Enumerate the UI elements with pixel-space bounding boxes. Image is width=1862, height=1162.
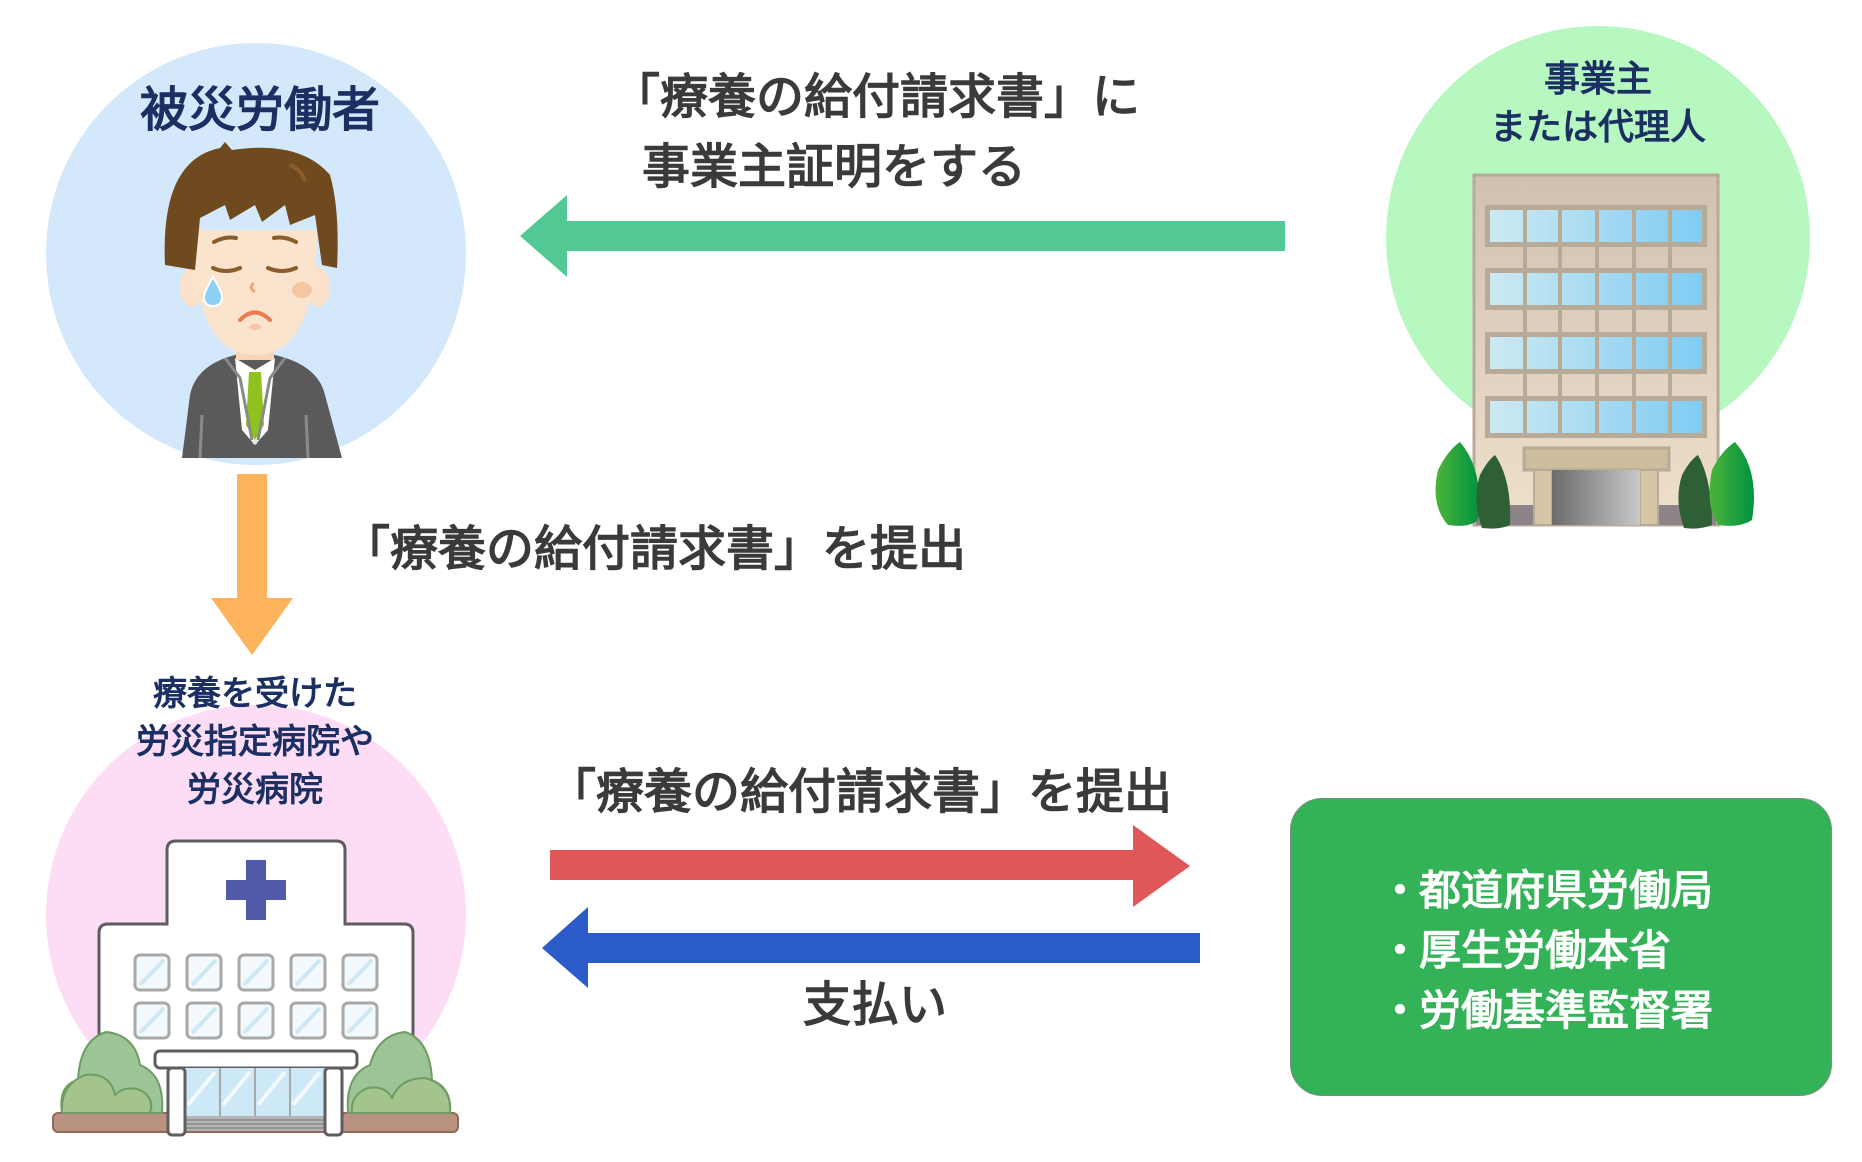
- employer-title-line-2: または代理人: [1489, 107, 1706, 148]
- employer-to-worker-label: 「療養の給付請求書」に 事業主証明をする: [612, 62, 1140, 202]
- worker-to-hospital-arrow-shape: [211, 474, 293, 655]
- employer-to-worker-arrow-shape: [520, 195, 1285, 277]
- authority-item: ・厚生労働本省: [1379, 921, 1713, 981]
- hospital-title-line-3: 労災病院: [187, 770, 323, 810]
- hospital-to-authorities-arrow-shape: [550, 825, 1190, 907]
- office-building-icon: [1435, 173, 1754, 529]
- authority-item: ・労働基準監督署: [1379, 981, 1713, 1041]
- authority-item-label: 都道府県労働局: [1419, 866, 1714, 915]
- bullet-icon: ・: [1379, 926, 1422, 975]
- hospital-title-line-1: 療養を受けた: [153, 674, 357, 714]
- hospital-title: 療養を受けた 労災指定病院や 労災病院: [100, 670, 410, 814]
- worker-to-hospital-label: 「療養の給付請求書」を提出: [342, 521, 967, 577]
- worker-title: 被災労働者: [139, 82, 380, 138]
- authority-item-label: 労働基準監督署: [1419, 986, 1714, 1035]
- hospital-title-line-2: 労災指定病院や: [136, 722, 374, 762]
- authority-item-label: 厚生労働本省: [1419, 926, 1672, 975]
- employer-title-line-1: 事業主: [1543, 59, 1652, 100]
- authorities-box: ・都道府県労働局 ・厚生労働本省 ・労働基準監督署: [1290, 798, 1832, 1096]
- sad-worker-icon: [164, 142, 342, 459]
- employer-to-worker-label-line-1: 「療養の給付請求書」に: [612, 69, 1141, 125]
- authority-item: ・都道府県労働局: [1379, 861, 1713, 921]
- hospital-to-authorities-label: 「療養の給付請求書」を提出: [548, 764, 1173, 820]
- employer-to-worker-label-line-2: 事業主証明をする: [642, 139, 1027, 195]
- payment-label: 支払い: [803, 977, 948, 1033]
- hospital-building-icon: [52, 839, 459, 1137]
- authorities-list: ・都道府県労働局 ・厚生労働本省 ・労働基準監督署: [1379, 861, 1713, 1041]
- bullet-icon: ・: [1379, 866, 1422, 915]
- bullet-icon: ・: [1379, 986, 1422, 1035]
- employer-title: 事業主 または代理人: [1448, 56, 1748, 152]
